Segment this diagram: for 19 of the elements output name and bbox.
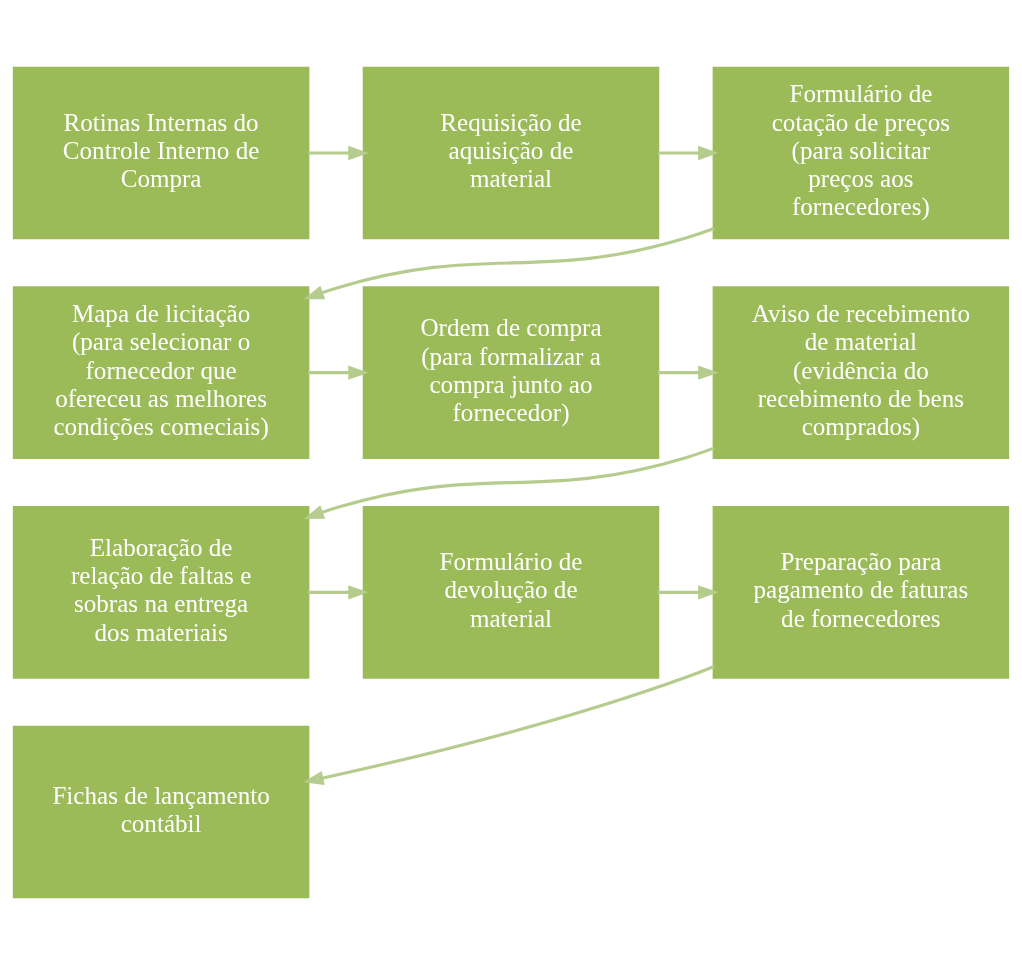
arrow xyxy=(308,585,369,600)
arrow xyxy=(657,365,719,380)
node-box: Mapa de licitação (para selecionar o fornecedor que ofereceu as melhores condições comeciais) xyxy=(12,286,310,459)
arrow xyxy=(657,145,719,161)
arrow xyxy=(308,365,369,380)
arrow xyxy=(303,227,715,300)
node-box: Rotinas Internas do Controle Interno de Compra xyxy=(12,66,310,240)
node-box: Elaboração de relação de faltas e sobras na entrega dos materiais xyxy=(12,506,310,679)
arrow xyxy=(303,446,715,519)
node-box: Requisição de aquisição de material xyxy=(362,66,660,240)
arrow xyxy=(657,585,719,600)
node-box: Formulário de cotação de preços (para solicitar preços aos fornecedores) xyxy=(712,66,1010,240)
node-box: Fichas de lançamento contábil xyxy=(12,725,310,899)
arrow xyxy=(308,145,369,161)
node-box: Preparação para pagamento de faturas de fornecedores xyxy=(712,506,1010,679)
arrow xyxy=(303,665,715,785)
node-box: Ordem de compra (para formalizar a compra junto ao fornecedor) xyxy=(362,286,660,459)
node-box: Aviso de recebimento de material (evidência do recebimento de bens comprados) xyxy=(712,286,1010,459)
node-box: Formulário de devolução de material xyxy=(362,506,660,679)
